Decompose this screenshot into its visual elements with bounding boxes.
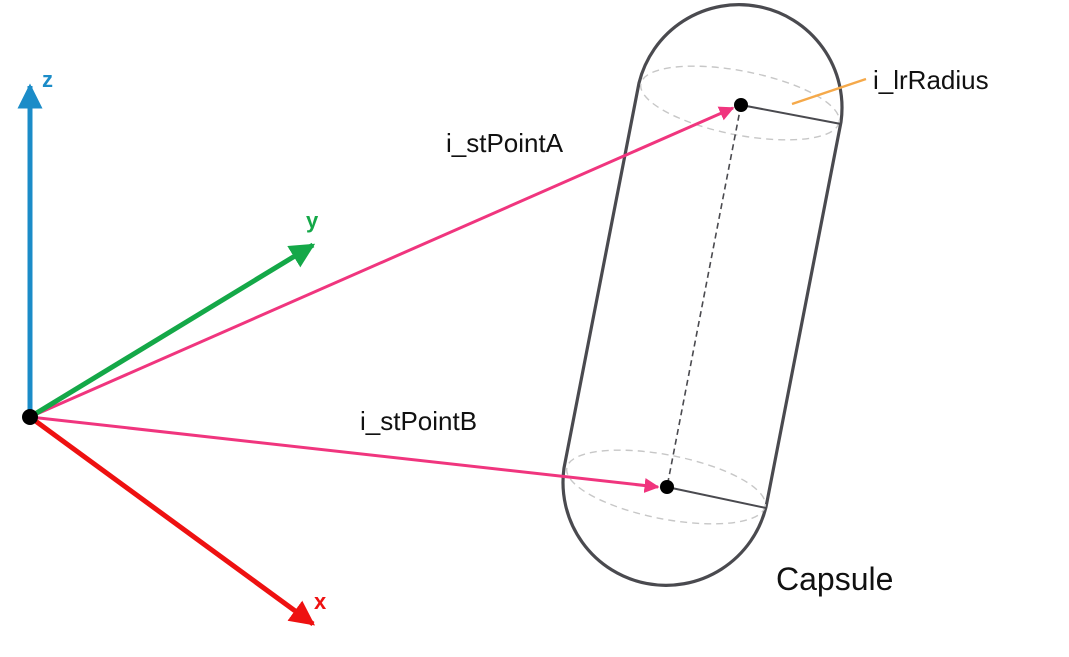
point-b-dot	[660, 480, 674, 494]
vector-point-a-arrow	[29, 106, 735, 419]
bottom-radius-line	[666, 486, 767, 509]
capsule-bottom-ellipse	[565, 449, 767, 525]
x-axis-arrow	[28, 414, 316, 627]
point-b-label: i_stPointB	[360, 406, 477, 436]
capsule-top-ellipse	[639, 65, 841, 141]
vector-point-b-arrow	[29, 415, 660, 493]
x-axis-label: x	[314, 589, 327, 614]
z-axis-label: z	[42, 67, 53, 92]
origin-point	[22, 409, 38, 425]
capsule-axis-line	[666, 104, 742, 488]
point-a-dot	[734, 98, 748, 112]
capsule-label: Capsule	[776, 561, 893, 597]
y-axis-arrow	[28, 242, 316, 420]
radius-label: i_lrRadius	[873, 65, 989, 95]
capsule-outline	[561, 3, 844, 587]
y-axis-label: y	[306, 208, 319, 233]
point-a-label: i_stPointA	[446, 128, 564, 158]
radius-leader-line	[791, 77, 867, 106]
top-radius-line	[740, 104, 842, 125]
